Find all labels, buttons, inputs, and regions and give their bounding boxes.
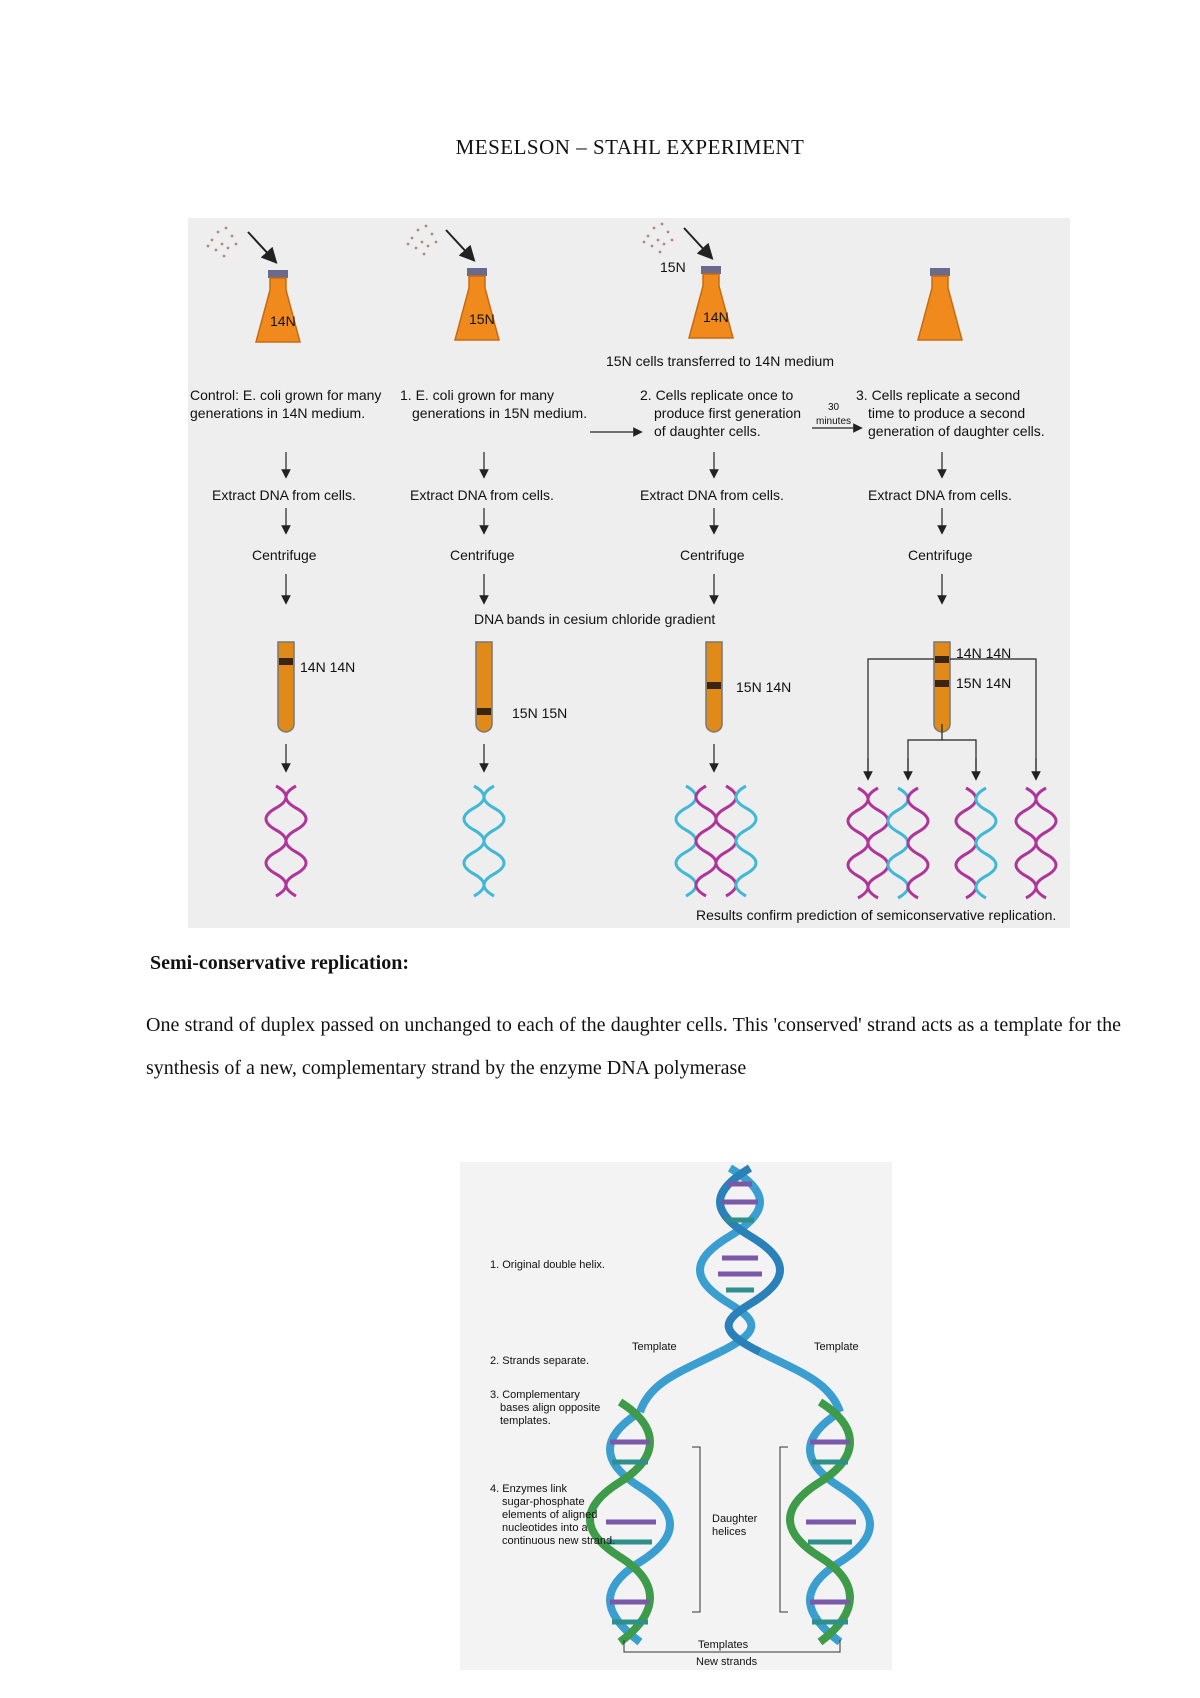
dna-helix-hybrid [886, 786, 930, 900]
input-arrow [445, 229, 476, 262]
centrifuge-step: Centrifuge [450, 547, 515, 563]
branch-lines [867, 658, 1037, 774]
test-tube-icon [277, 641, 295, 733]
centrifuge-step: Centrifuge [252, 547, 317, 563]
band-label: 15N 15N [512, 705, 567, 721]
test-tube-icon [705, 641, 723, 733]
daughter-helix-left [586, 1398, 674, 1646]
flask-label: 14N [703, 309, 729, 325]
dna-helix-15n [462, 784, 506, 898]
centrifuge-step: Centrifuge [908, 547, 973, 563]
input-arrow [247, 231, 278, 264]
input-arrow [683, 227, 714, 260]
extract-step: Extract DNA from cells. [640, 487, 784, 503]
column-desc: generation of daughter cells. [868, 423, 1045, 439]
dna-helix-hybrid [714, 784, 758, 898]
time-label: 30 [828, 402, 840, 413]
daughter-label: helices [712, 1526, 747, 1538]
step1-label: 1. Original double helix. [490, 1259, 605, 1271]
daughter-label: Daughter [712, 1513, 758, 1525]
nitrogen-particles-icon [206, 222, 674, 258]
step4-label: sugar-phosphate [502, 1496, 585, 1508]
step2-label: 2. Strands separate. [490, 1355, 589, 1367]
centrifuge-step: Centrifuge [680, 547, 745, 563]
template-label: Template [814, 1341, 859, 1353]
dna-helix-hybrid [954, 786, 998, 900]
new-strands-label: New strands [696, 1656, 758, 1668]
column-desc: generations in 14N medium. [190, 405, 365, 421]
body-paragraph: One strand of duplex passed on unchanged… [146, 1014, 1121, 1079]
step3-label: templates. [500, 1415, 551, 1427]
templates-label: Templates [698, 1639, 749, 1651]
step3-label: 3. Complementary [490, 1389, 580, 1401]
n15-label: 15N [660, 259, 686, 275]
flask-label: 14N [270, 313, 296, 329]
template-strands [636, 1348, 844, 1414]
dna-helix-hybrid [674, 784, 718, 898]
gradient-label: DNA bands in cesium chloride gradient [474, 611, 715, 627]
column-desc: produce first generation [654, 405, 801, 421]
daughter-helix-right [786, 1398, 874, 1646]
step4-label: elements of aligned [502, 1509, 597, 1521]
extract-step: Extract DNA from cells. [410, 487, 554, 503]
column-desc: time to produce a second [868, 405, 1025, 421]
extract-step: Extract DNA from cells. [868, 487, 1012, 503]
band-label: 15N 14N [956, 675, 1011, 691]
step4-label: nucleotides into a [502, 1522, 588, 1534]
step4-label: 4. Enzymes link [490, 1483, 568, 1495]
column-desc: 3. Cells replicate a second [856, 387, 1020, 403]
template-label: Template [632, 1341, 677, 1353]
step4-label: continuous new strand. [502, 1535, 615, 1547]
time-label: minutes [816, 416, 851, 427]
column-desc: Control: E. coli grown for many [190, 387, 381, 403]
band-label: 14N 14N [300, 659, 355, 675]
original-helix-icon [696, 1164, 784, 1356]
band-label: 15N 14N [736, 679, 791, 695]
flask-icon [917, 268, 963, 341]
column-desc: 1. E. coli grown for many [400, 387, 554, 403]
replication-figure: 1. Original double helix. 2. Strands sep… [460, 1162, 892, 1670]
test-tube-icon [475, 641, 493, 733]
test-tube-icon [933, 641, 951, 733]
flask-icon [255, 270, 301, 343]
section-heading: Semi-conservative replication: [150, 952, 410, 974]
meselson-stahl-figure: 14N 15N 14N 15N 15N cells transferred to… [188, 218, 1070, 928]
flask-label: 15N [469, 311, 495, 327]
daughter-brackets [623, 1446, 841, 1653]
dna-helix-14n [1014, 786, 1058, 900]
step3-label: bases align opposite [500, 1402, 600, 1414]
flask-icon [688, 266, 734, 339]
column-desc: generations in 15N medium. [412, 405, 587, 421]
column-desc: of daughter cells. [654, 423, 761, 439]
page-title: MESELSON – STAHL EXPERIMENT [455, 135, 805, 159]
dna-helix-14n [264, 784, 308, 898]
result-label: Results confirm prediction of semiconser… [696, 907, 1056, 923]
band-label: 14N 14N [956, 645, 1011, 661]
extract-step: Extract DNA from cells. [212, 487, 356, 503]
flask-icon [454, 268, 500, 341]
dna-helix-14n [846, 786, 890, 900]
column-desc: 2. Cells replicate once to [640, 387, 794, 403]
transfer-label: 15N cells transferred to 14N medium [606, 353, 834, 369]
